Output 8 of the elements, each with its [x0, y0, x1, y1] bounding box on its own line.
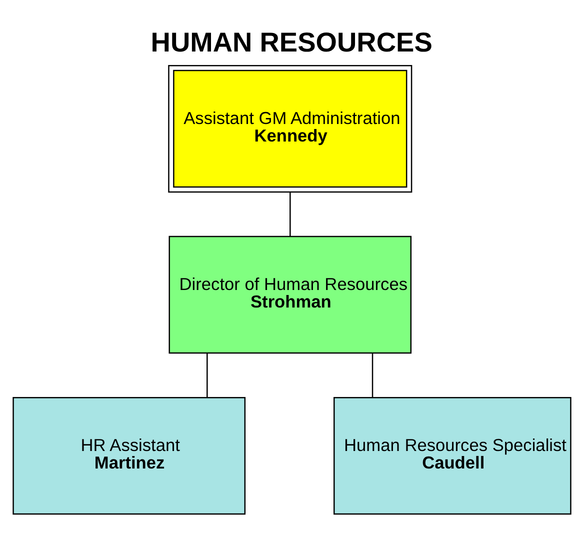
node-box: HR Assistant Martinez — [12, 396, 246, 514]
connector — [290, 192, 291, 236]
diagram-title: HUMAN RESOURCES — [150, 26, 432, 57]
connector — [206, 352, 208, 398]
node-box: Director of Human Resources Strohman — [168, 235, 412, 354]
node-box: Assistant GM Administration Kennedy — [168, 64, 412, 192]
node-box: Human Resources Specialist Caudell — [334, 396, 572, 514]
connector — [372, 352, 374, 398]
